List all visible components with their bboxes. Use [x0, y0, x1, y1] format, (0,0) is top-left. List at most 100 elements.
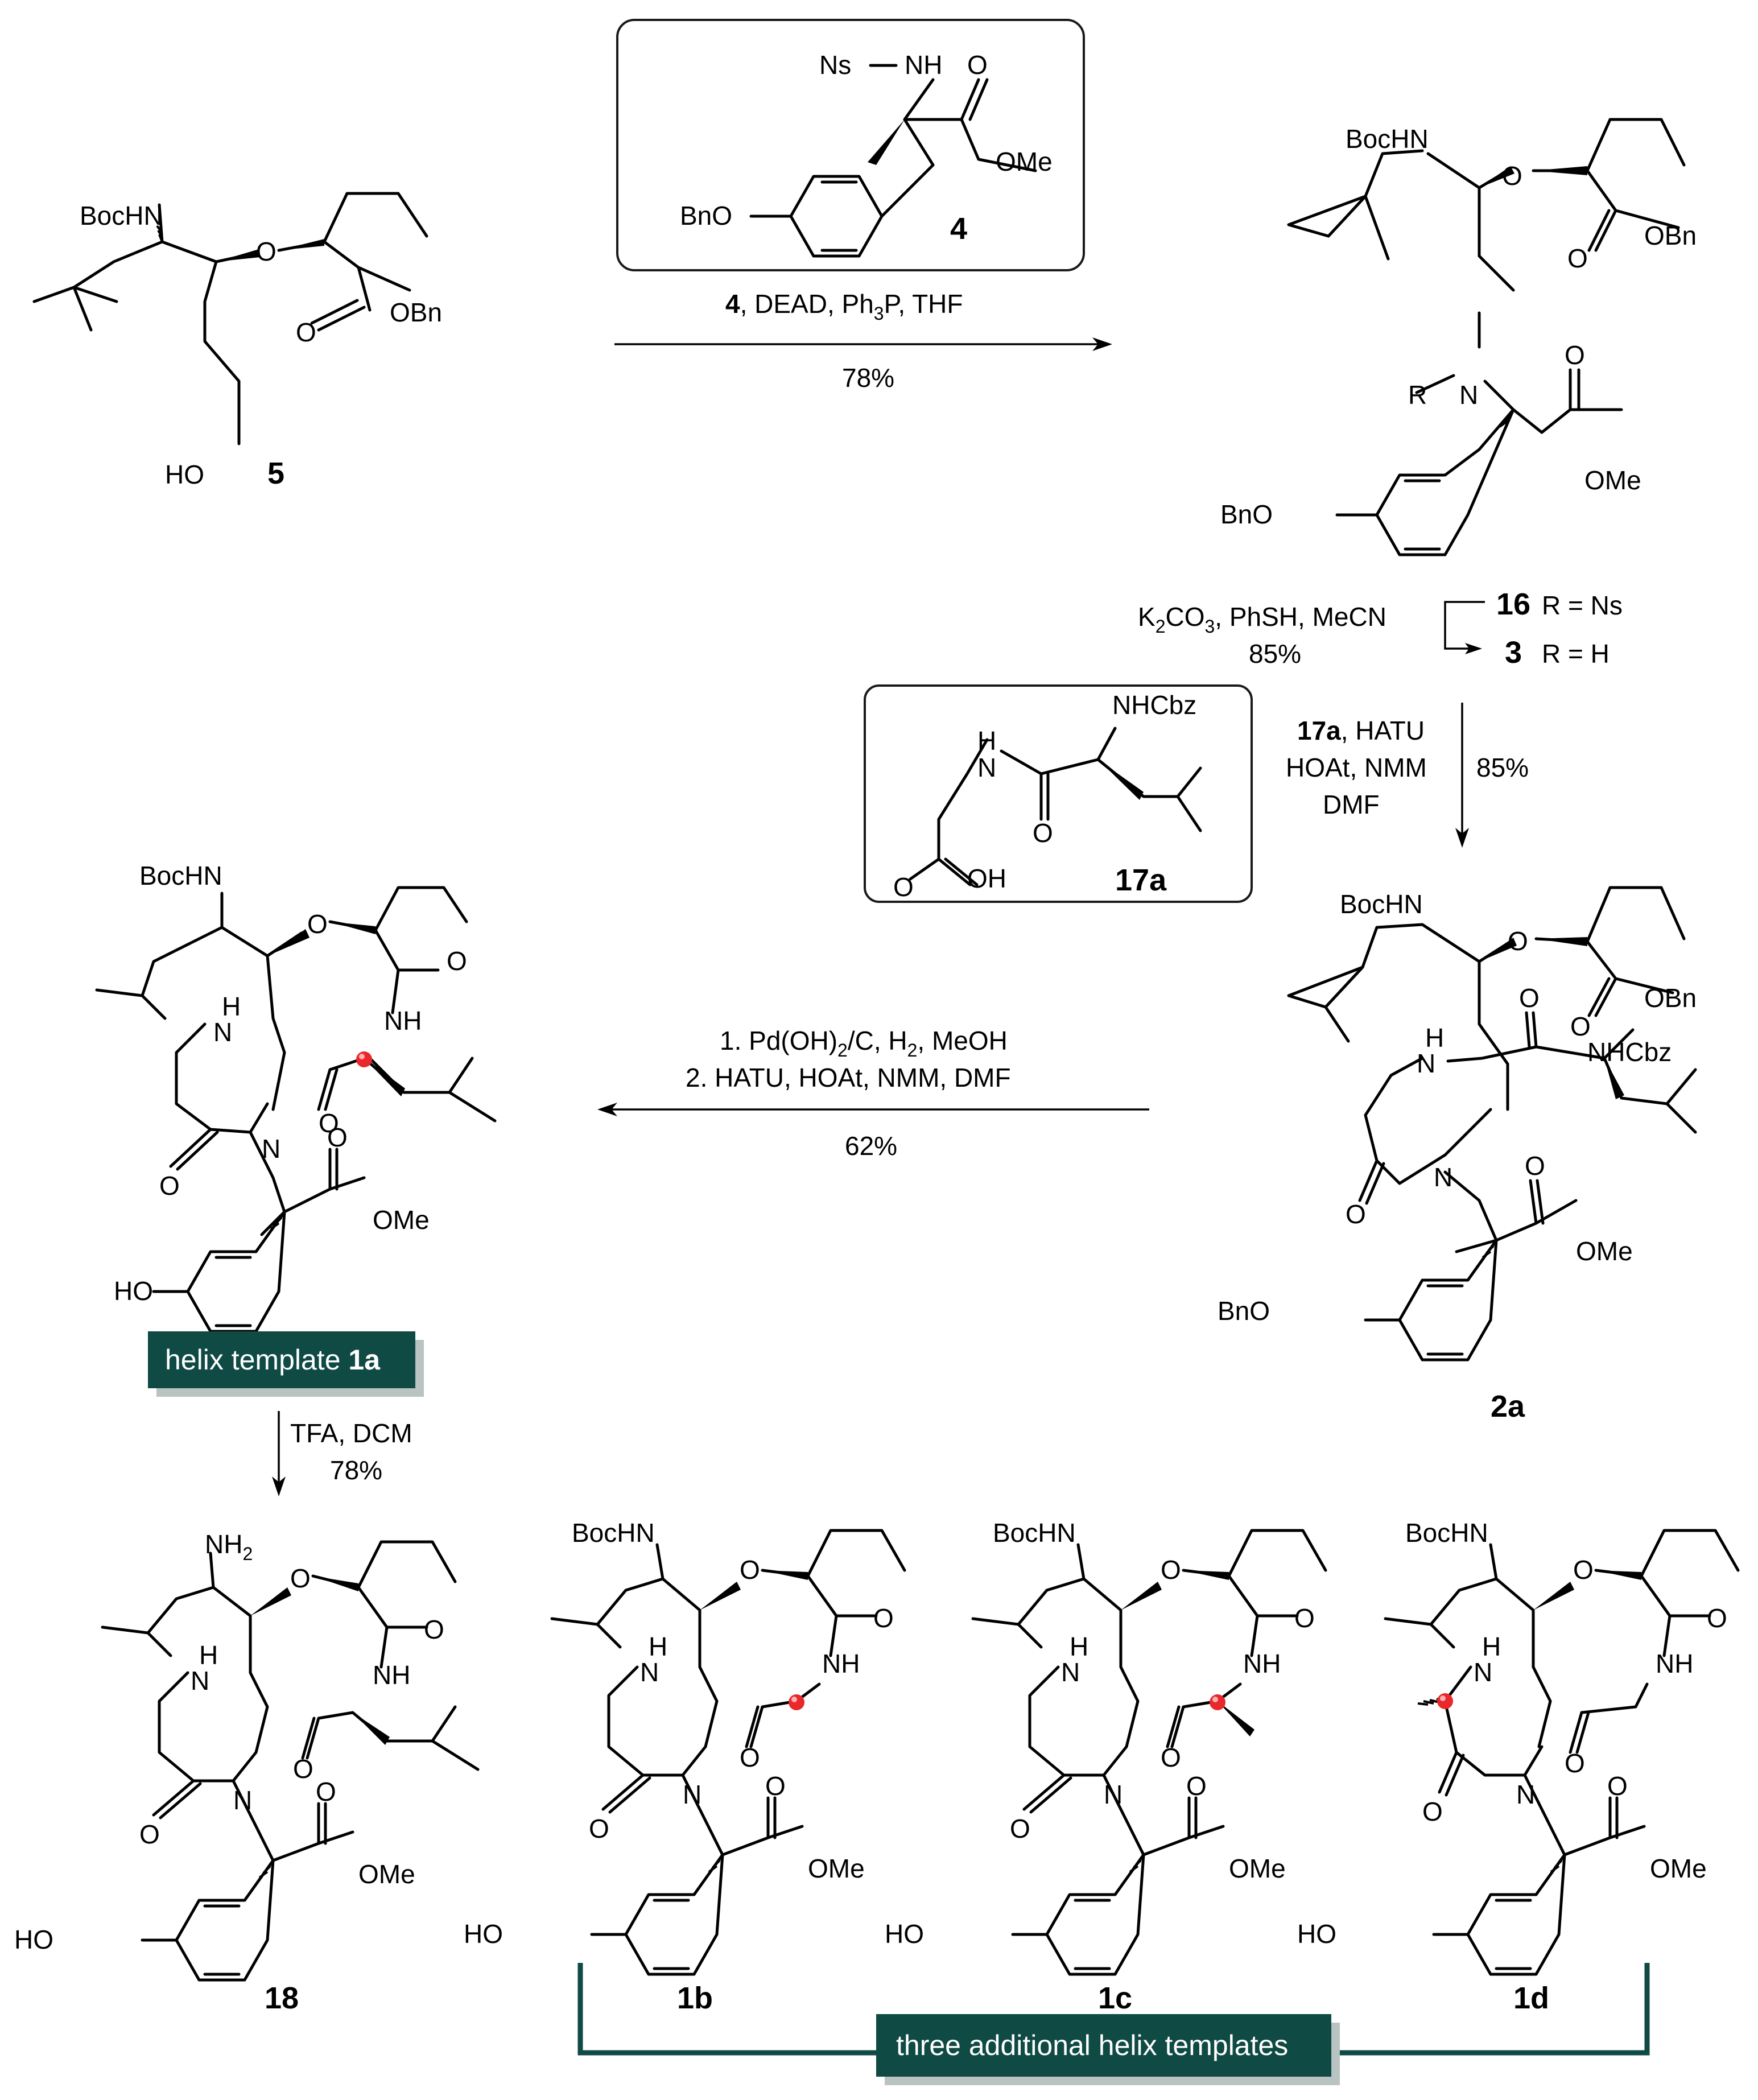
label-bochn-16: BocHN	[1346, 124, 1429, 154]
step4-line1-a: 1. Pd(OH)	[720, 1026, 837, 1055]
label-nh-1a: NH	[384, 1006, 422, 1035]
label-o-1a: O	[307, 909, 328, 939]
helix-tag	[148, 1331, 415, 1388]
label-o-1b: O	[740, 1555, 760, 1585]
label-n-17a: N	[977, 753, 996, 782]
r-definition-16: R = Ns	[1542, 591, 1623, 620]
step2-conditions: K2CO3, PhSH, MeCN	[1138, 602, 1386, 637]
label-o-ester-1a: O	[327, 1123, 348, 1152]
step3-line1: 17a, HATU	[1297, 716, 1425, 745]
label-ome-16: OMe	[1584, 465, 1641, 495]
label-bochn-1d: BocHN	[1405, 1518, 1488, 1548]
compound-1d-structure	[1384, 1529, 1740, 1976]
label-ho-1a: HO	[114, 1276, 153, 1306]
stereocenter-marker-1c	[1210, 1694, 1225, 1710]
label-o-lactam-1b: O	[589, 1814, 609, 1843]
label-ome-1b: OMe	[808, 1854, 865, 1883]
label-obn-16: OBn	[1644, 221, 1697, 250]
label-o-ester-16: O	[1565, 340, 1585, 370]
stereocenter-marker-1b	[789, 1694, 804, 1710]
compound-label-4: 4	[950, 212, 967, 246]
label-nh2-18-sub: 2	[242, 1544, 253, 1564]
label-h-17a: H	[977, 726, 996, 756]
label-nh-18: NH	[373, 1660, 410, 1690]
step3-reagent-tail: , HATU	[1341, 716, 1425, 745]
step2-k: K	[1138, 602, 1156, 632]
label-ome-4: OMe	[996, 147, 1053, 176]
helix-tag-text: helix template 1a	[165, 1344, 381, 1376]
label-o-ketone-18: O	[293, 1754, 313, 1784]
step4-sub2: 2	[907, 1040, 918, 1061]
label-o-5: O	[256, 237, 277, 266]
label-obn-5: OBn	[390, 298, 442, 327]
label-bno-4: BnO	[680, 201, 732, 230]
step1-reagents-tail: P, THF	[884, 289, 963, 319]
step2-co: CO	[1165, 602, 1204, 632]
step1-yield: 78%	[842, 363, 894, 393]
label-ome-2a: OMe	[1576, 1236, 1633, 1266]
step3-reagent-number: 17a	[1297, 716, 1341, 745]
label-obn-2a: OBn	[1644, 983, 1697, 1013]
compound-label-1c: 1c	[1098, 1981, 1132, 2015]
step3-line2: HOAt, NMM	[1286, 753, 1427, 782]
reagent-box-17a	[864, 684, 1253, 903]
label-o-lactam-18: O	[139, 1820, 160, 1849]
label-n-ring-1d: N	[1516, 1780, 1535, 1809]
step1-reagent-number: 4	[725, 289, 740, 319]
label-o-amide-1a: O	[447, 946, 467, 976]
label-bno-16: BnO	[1220, 500, 1273, 529]
step1-conditions: 4, DEAD, Ph3P, THF	[725, 289, 963, 324]
label-o-lactam-1c: O	[1010, 1814, 1030, 1843]
step2-yield: 85%	[1249, 639, 1301, 669]
label-bochn-2a: BocHN	[1340, 889, 1423, 919]
label-ho-1b: HO	[464, 1919, 503, 1949]
step3-line3: DMF	[1323, 790, 1380, 819]
arrow-step4-head	[597, 1103, 617, 1116]
step4-line1: 1. Pd(OH)2/C, H2, MeOH	[720, 1026, 1008, 1061]
stereocenter-marker-1d-highlight	[1440, 1695, 1446, 1701]
compound-label-1b: 1b	[677, 1981, 713, 2015]
label-r-16: R	[1408, 380, 1427, 410]
compound-label-5: 5	[267, 456, 284, 490]
label-o-acid-17a: O	[893, 872, 914, 902]
label-o-18: O	[290, 1563, 311, 1593]
label-h-1b: H	[649, 1632, 667, 1661]
arrow-step5-head	[272, 1476, 286, 1496]
stereocenter-marker-1a	[356, 1051, 372, 1067]
label-h-1c: H	[1070, 1632, 1088, 1661]
label-o-carbonyl-5: O	[296, 317, 316, 347]
additional-tag-text: three additional helix templates	[896, 2029, 1288, 2061]
label-o-ester-1c: O	[1186, 1771, 1207, 1801]
label-oh-17a: OH	[967, 864, 1006, 893]
label-o-carbonyl-16: O	[1567, 244, 1588, 273]
label-o-amide-2a: O	[1519, 983, 1540, 1013]
compound-label-16: 16	[1496, 587, 1530, 621]
label-o-ketone-1d: O	[1565, 1748, 1585, 1778]
label-ho-1c: HO	[885, 1919, 924, 1949]
label-o-1d: O	[1573, 1555, 1594, 1585]
compound-5-structure	[32, 192, 428, 445]
label-h-1a: H	[222, 992, 241, 1021]
label-n-ring-1a: N	[262, 1134, 280, 1164]
label-n-1a: N	[213, 1017, 232, 1047]
compound-4-structure	[749, 64, 1037, 258]
label-nh-1b: NH	[822, 1649, 860, 1678]
step2-sub1: 2	[1156, 616, 1166, 637]
step1-sub: 3	[874, 303, 884, 324]
label-o-lactam-2a: O	[1346, 1199, 1366, 1229]
label-n-ring-1c: N	[1104, 1780, 1123, 1809]
label-o-ester-1d: O	[1607, 1771, 1628, 1801]
label-o-carbonyl-2a: O	[1570, 1012, 1591, 1041]
label-bochn-5: BocHN	[80, 201, 163, 230]
label-n-ring-1b: N	[683, 1780, 701, 1809]
compound-1c-structure	[971, 1529, 1327, 1976]
arrow-step2	[1444, 601, 1485, 650]
label-o-ester-18: O	[316, 1777, 336, 1806]
compound-16-3-structure	[1287, 118, 1686, 556]
step4-line1-c: , MeOH	[917, 1026, 1007, 1055]
step4-sub1: 2	[837, 1040, 848, 1061]
label-o-16: O	[1502, 161, 1522, 191]
label-bno-2a: BnO	[1218, 1296, 1270, 1326]
label-nhcbz-17a: NHCbz	[1112, 690, 1196, 720]
